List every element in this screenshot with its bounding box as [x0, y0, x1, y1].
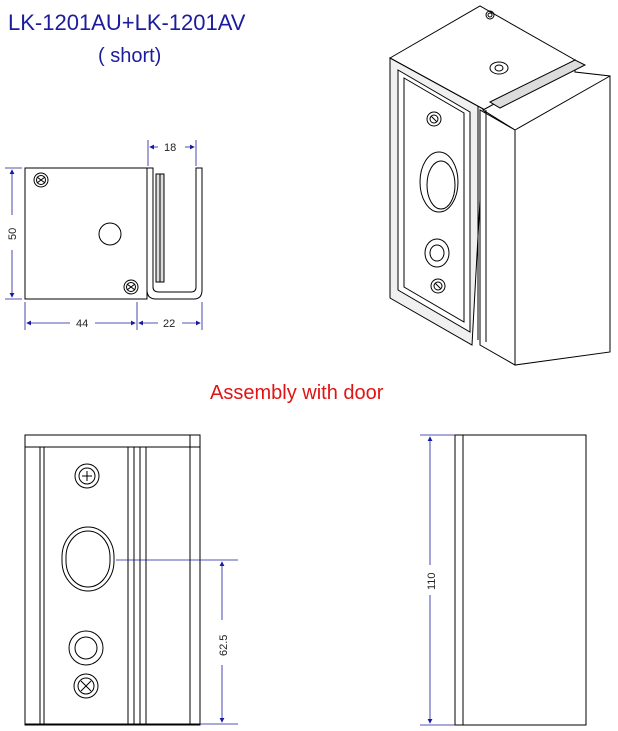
screw-icon — [123, 279, 139, 295]
product-title: LK-1201AU+LK-1201AV — [8, 10, 246, 35]
dim-base-right: 22 — [163, 318, 175, 330]
dim-base-left: 44 — [76, 318, 88, 330]
product-subtitle: ( short) — [98, 45, 161, 67]
oval-slot — [61, 526, 115, 592]
section-title: Assembly with door — [210, 382, 384, 404]
center-hole — [98, 222, 122, 246]
side-view: 18 50 44 22 — [5, 140, 203, 330]
screw-icon — [33, 172, 49, 188]
dim-top-width: 18 — [164, 142, 176, 154]
dim-hole-height: 62.5 — [218, 635, 230, 656]
dim-total-height: 110 — [426, 572, 438, 590]
round-hole — [68, 630, 104, 666]
dim-height: 50 — [7, 228, 19, 240]
front-view: 62.5 — [24, 434, 238, 726]
screw-icon — [74, 463, 100, 489]
isometric-view — [388, 5, 611, 366]
side-view-plate — [24, 167, 148, 300]
screw-icon — [73, 673, 99, 699]
back-view: 110 — [420, 434, 587, 726]
u-channel — [146, 167, 203, 300]
